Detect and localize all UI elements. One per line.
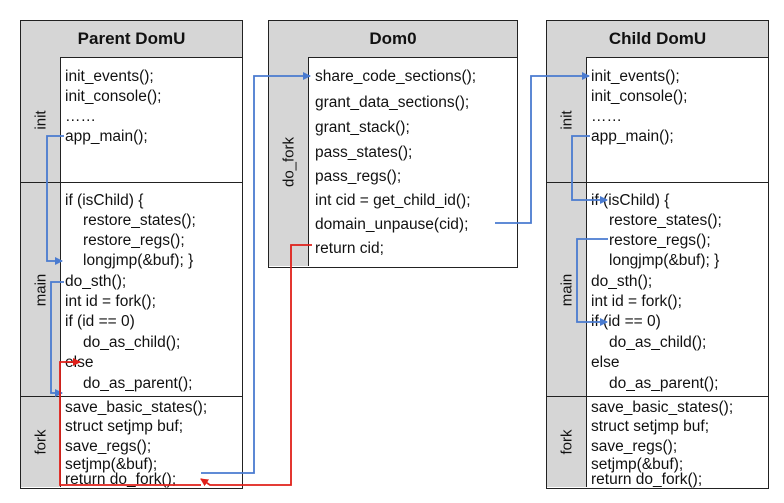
code-line: save_regs();	[65, 438, 152, 455]
arrow-parent-to-do-as-parent	[59, 358, 201, 486]
parent-fork-section: fork save_basic_states(); struct setjmp …	[21, 397, 242, 487]
code-line: int id = fork();	[591, 293, 682, 310]
code-line: struct setjmp buf;	[65, 418, 184, 435]
arrow-parent-fork-to-save-states	[50, 281, 64, 397]
code-line: restore_regs();	[609, 232, 711, 249]
code-line: app_main();	[65, 128, 148, 145]
code-line: app_main();	[591, 128, 674, 145]
code-line: save_basic_states();	[591, 399, 734, 416]
child-init-section: init init_events(); init_console(); …… a…	[547, 57, 768, 183]
code-line: struct setjmp buf;	[591, 418, 710, 435]
code-line: setjmp(&buf);	[591, 456, 684, 473]
dom0-panel: Dom0 do_fork share_code_sections(); gran…	[268, 20, 518, 268]
code-line: grant_data_sections();	[315, 94, 470, 111]
code-line: domain_unpause(cid);	[315, 216, 469, 233]
code-line: do_as_parent();	[609, 375, 719, 392]
child-fork-section: fork save_basic_states(); struct setjmp …	[547, 397, 768, 487]
code-line: init_console();	[65, 88, 162, 105]
dom0-do-fork-section: do_fork share_code_sections(); grant_dat…	[269, 57, 517, 266]
code-line: ……	[591, 108, 622, 125]
code-line: return do_fork();	[65, 471, 177, 488]
code-line: init_events();	[65, 68, 154, 85]
code-line: if (id == 0)	[591, 313, 661, 330]
code-line: if (isChild) {	[591, 192, 670, 209]
arrow-unpause-to-child-init	[495, 72, 590, 224]
code-line: do_sth();	[591, 273, 653, 290]
code-line: pass_regs();	[315, 168, 402, 185]
arrow-child-longjmp-to-do-as-child	[576, 238, 608, 326]
parent-domu-panel: Parent DomU init init_events(); init_con…	[20, 20, 243, 489]
child-main-section: main if (isChild) { restore_states(); re…	[547, 183, 768, 397]
code-line: if (isChild) {	[65, 192, 144, 209]
code-line: restore_states();	[609, 212, 722, 229]
code-line: restore_states();	[83, 212, 196, 229]
code-line: pass_states();	[315, 144, 413, 161]
code-line: longjmp(&buf); }	[83, 252, 194, 269]
code-line: restore_regs();	[83, 232, 185, 249]
code-line: else	[591, 354, 620, 371]
code-line: init_console();	[591, 88, 688, 105]
parent-init-section: init init_events(); init_console(); …… a…	[21, 57, 242, 183]
code-line: save_basic_states();	[65, 399, 208, 416]
code-line: do_as_parent();	[83, 375, 193, 392]
code-line: if (id == 0)	[65, 313, 135, 330]
code-line: do_as_child();	[83, 334, 181, 351]
code-line: longjmp(&buf); }	[609, 252, 720, 269]
child-domu-title: Child DomU	[547, 21, 768, 58]
arrow-return-cid-to-parent	[200, 244, 312, 487]
code-line: do_as_child();	[609, 334, 707, 351]
code-line: do_sth();	[65, 273, 127, 290]
code-line: setjmp(&buf);	[65, 456, 158, 473]
parent-main-section: main if (isChild) { restore_states(); re…	[21, 183, 242, 397]
code-line: grant_stack();	[315, 119, 410, 136]
code-line: return do_fork();	[591, 471, 703, 488]
code-line: share_code_sections();	[315, 68, 477, 85]
arrow-parent-app-main-to-do-sth	[46, 135, 64, 265]
child-domu-panel: Child DomU init init_events(); init_cons…	[546, 20, 769, 489]
code-line: save_regs();	[591, 438, 678, 455]
parent-domu-title: Parent DomU	[21, 21, 242, 58]
code-line: init_events();	[591, 68, 680, 85]
arrow-do-fork-to-dom0	[201, 72, 311, 474]
arrow-child-app-main-to-restore	[571, 135, 608, 204]
code-line: return cid;	[315, 240, 384, 257]
dom0-title: Dom0	[269, 21, 517, 58]
code-line: ……	[65, 108, 96, 125]
code-line: int cid = get_child_id();	[315, 192, 471, 209]
code-line: int id = fork();	[65, 293, 156, 310]
